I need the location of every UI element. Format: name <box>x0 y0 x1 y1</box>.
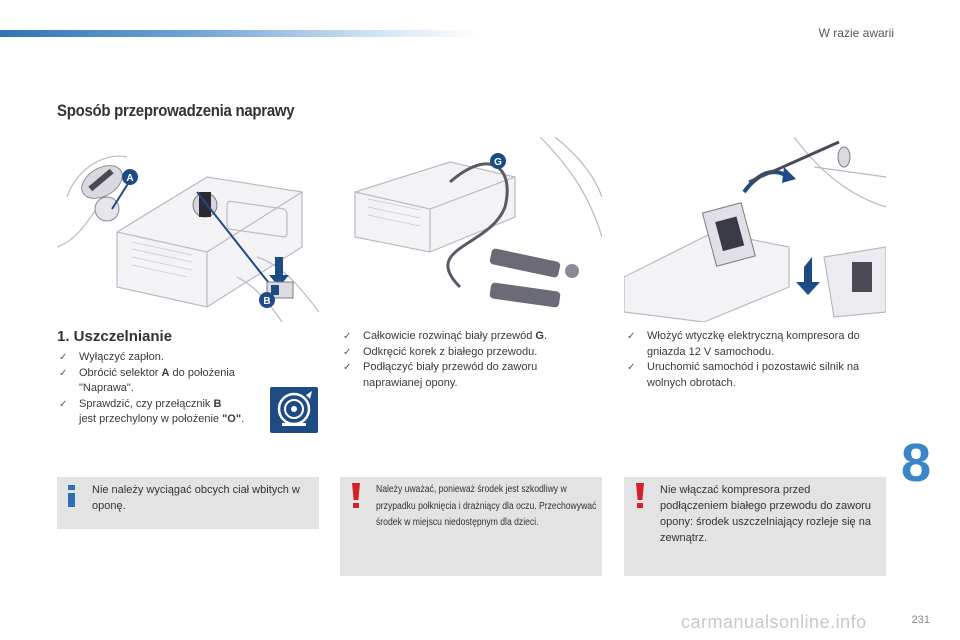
illustration-selector-switch: A B <box>57 137 319 322</box>
label-a: A <box>126 173 133 184</box>
warning-note-substance: Należy uważać, ponieważ środek jest szko… <box>340 477 602 576</box>
checkbox-bullet-icon: ✓ <box>59 352 68 363</box>
checkbox-bullet-icon: ✓ <box>59 367 68 379</box>
compressor-mode-icon <box>270 387 318 433</box>
list-item: ✓Odkręcić korek z białego przewodu. <box>341 345 591 361</box>
warning-note-text: Należy uważać, ponieważ środek jest szko… <box>376 484 597 528</box>
warning-icon <box>352 483 360 508</box>
col3-instructions: ✓Włożyć wtyczkę elektryczną kompresora d… <box>625 329 883 391</box>
page-number: 231 <box>911 614 930 626</box>
label-b: B <box>263 296 270 307</box>
list-item: ✓Podłączyć biały przewód do zaworu napra… <box>343 361 538 389</box>
warning-note-text: Nie włączać kompresora przed podłączenie… <box>660 484 871 544</box>
col1-instructions: ✓Wyłączyć zapłon. ✓Obrócić selektor A do… <box>57 350 267 428</box>
header-accent-bar <box>0 30 480 37</box>
list-item: ✓Uruchomić samochód i pozostawić silnik … <box>627 361 860 389</box>
checkbox-bullet-icon: ✓ <box>343 331 352 342</box>
watermark: carmanualsonline.info <box>681 612 867 632</box>
compressor-selector-illustration: A B <box>57 155 319 322</box>
col2-instructions: ✓Całkowicie rozwinąć biały przewód G. ✓O… <box>341 329 591 391</box>
compressor-plug-illustration <box>624 137 886 322</box>
warning-note-compressor: Nie włączać kompresora przed podłączenie… <box>624 477 886 576</box>
checkbox-bullet-icon: ✓ <box>343 362 352 373</box>
step-heading: 1. Uszczelnianie <box>57 328 173 345</box>
checkbox-bullet-icon: ✓ <box>627 362 636 373</box>
illustration-hose: G <box>340 137 602 322</box>
checkbox-bullet-icon: ✓ <box>343 346 352 358</box>
warning-icon <box>636 483 644 508</box>
info-note: Nie należy wyciągać obcych ciał wbitych … <box>57 477 319 529</box>
illustration-power-socket <box>624 137 886 322</box>
section-header: W razie awarii <box>818 26 894 40</box>
checkbox-bullet-icon: ✓ <box>59 398 68 410</box>
list-item: ✓Obrócić selektor A do położenia "Napraw… <box>59 366 235 395</box>
info-icon <box>67 485 77 507</box>
list-item: ✓Wyłączyć zapłon. <box>57 350 267 366</box>
page-title: Sposób przeprowadzenia naprawy <box>57 101 295 120</box>
list-item: ✓Całkowicie rozwinąć biały przewód G. <box>341 329 591 345</box>
list-item: ✓Sprawdzić, czy przełącznik B jest przec… <box>59 397 245 426</box>
compressor-hose-illustration: G <box>354 137 602 308</box>
checkbox-bullet-icon: ✓ <box>627 331 636 342</box>
info-note-text: Nie należy wyciągać obcych ciał wbitych … <box>92 484 300 512</box>
list-item: ✓Włożyć wtyczkę elektryczną kompresora d… <box>627 330 860 358</box>
label-g: G <box>494 157 502 168</box>
chapter-number: 8 <box>901 433 932 493</box>
